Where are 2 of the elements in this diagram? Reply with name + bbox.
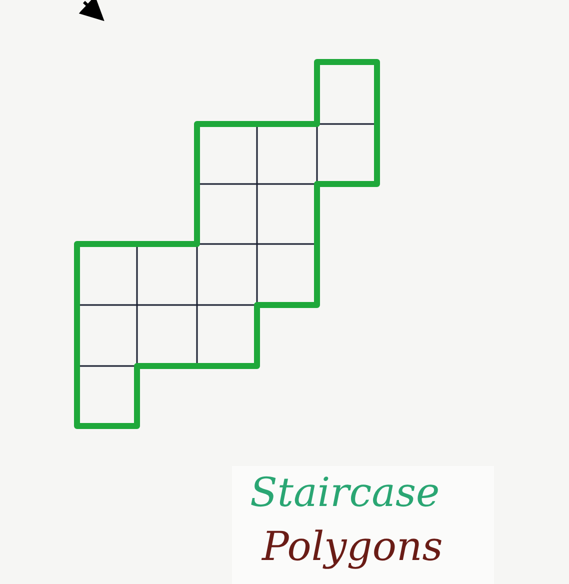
handwritten-caption: Staircase [250, 470, 440, 516]
handwritten-caption: Polygons [262, 524, 443, 570]
